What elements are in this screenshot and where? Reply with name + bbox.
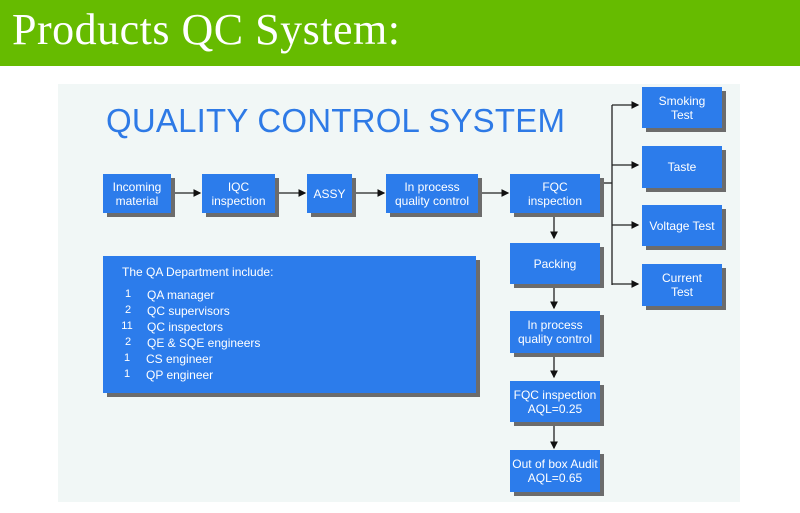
step-in-process-qc: In process quality control — [386, 174, 478, 213]
qa-department-heading: The QA Department include: — [122, 265, 274, 279]
test-smoking: Smoking Test — [642, 87, 722, 128]
qa-member-count: 2 — [124, 336, 132, 348]
qa-member-role: QC supervisors — [147, 304, 230, 318]
test-current: Current Test — [642, 264, 722, 306]
step-fqc-inspection: FQC inspection — [510, 174, 600, 213]
diagram-title: QUALITY CONTROL SYSTEM — [106, 102, 566, 139]
step-fqc-inspection-aql: FQC inspection AQL=0.25 — [510, 381, 600, 422]
qa-department-panel: The QA Department include: 1 QA manager … — [103, 256, 476, 393]
test-voltage: Voltage Test — [642, 205, 722, 246]
page-title: Products QC System: — [12, 5, 401, 54]
qa-member-count: 11 — [121, 320, 133, 332]
header-banner: Products QC System: — [0, 0, 800, 66]
step-assy: ASSY — [307, 174, 352, 213]
qa-member-role: QC inspectors — [147, 320, 224, 334]
qa-member-role: QA manager — [147, 288, 215, 302]
step-out-of-box-audit: Out of box Audit AQL=0.65 — [510, 450, 600, 492]
qa-member-count: 1 — [124, 288, 132, 300]
step-in-process-qc-2: In process quality control — [510, 311, 600, 353]
qa-member-count: 2 — [124, 304, 132, 316]
step-incoming-material: Incoming material — [103, 174, 171, 213]
qa-member-role: CS engineer — [146, 352, 213, 366]
qa-member-count: 1 — [123, 368, 131, 380]
qa-member-role: QE & SQE engineers — [147, 336, 261, 350]
qa-member-count: 1 — [123, 352, 131, 364]
test-taste: Taste — [642, 146, 722, 188]
qa-member-role: QP engineer — [146, 368, 214, 382]
step-packing: Packing — [510, 243, 600, 284]
step-iqc-inspection: IQC inspection — [202, 174, 275, 213]
